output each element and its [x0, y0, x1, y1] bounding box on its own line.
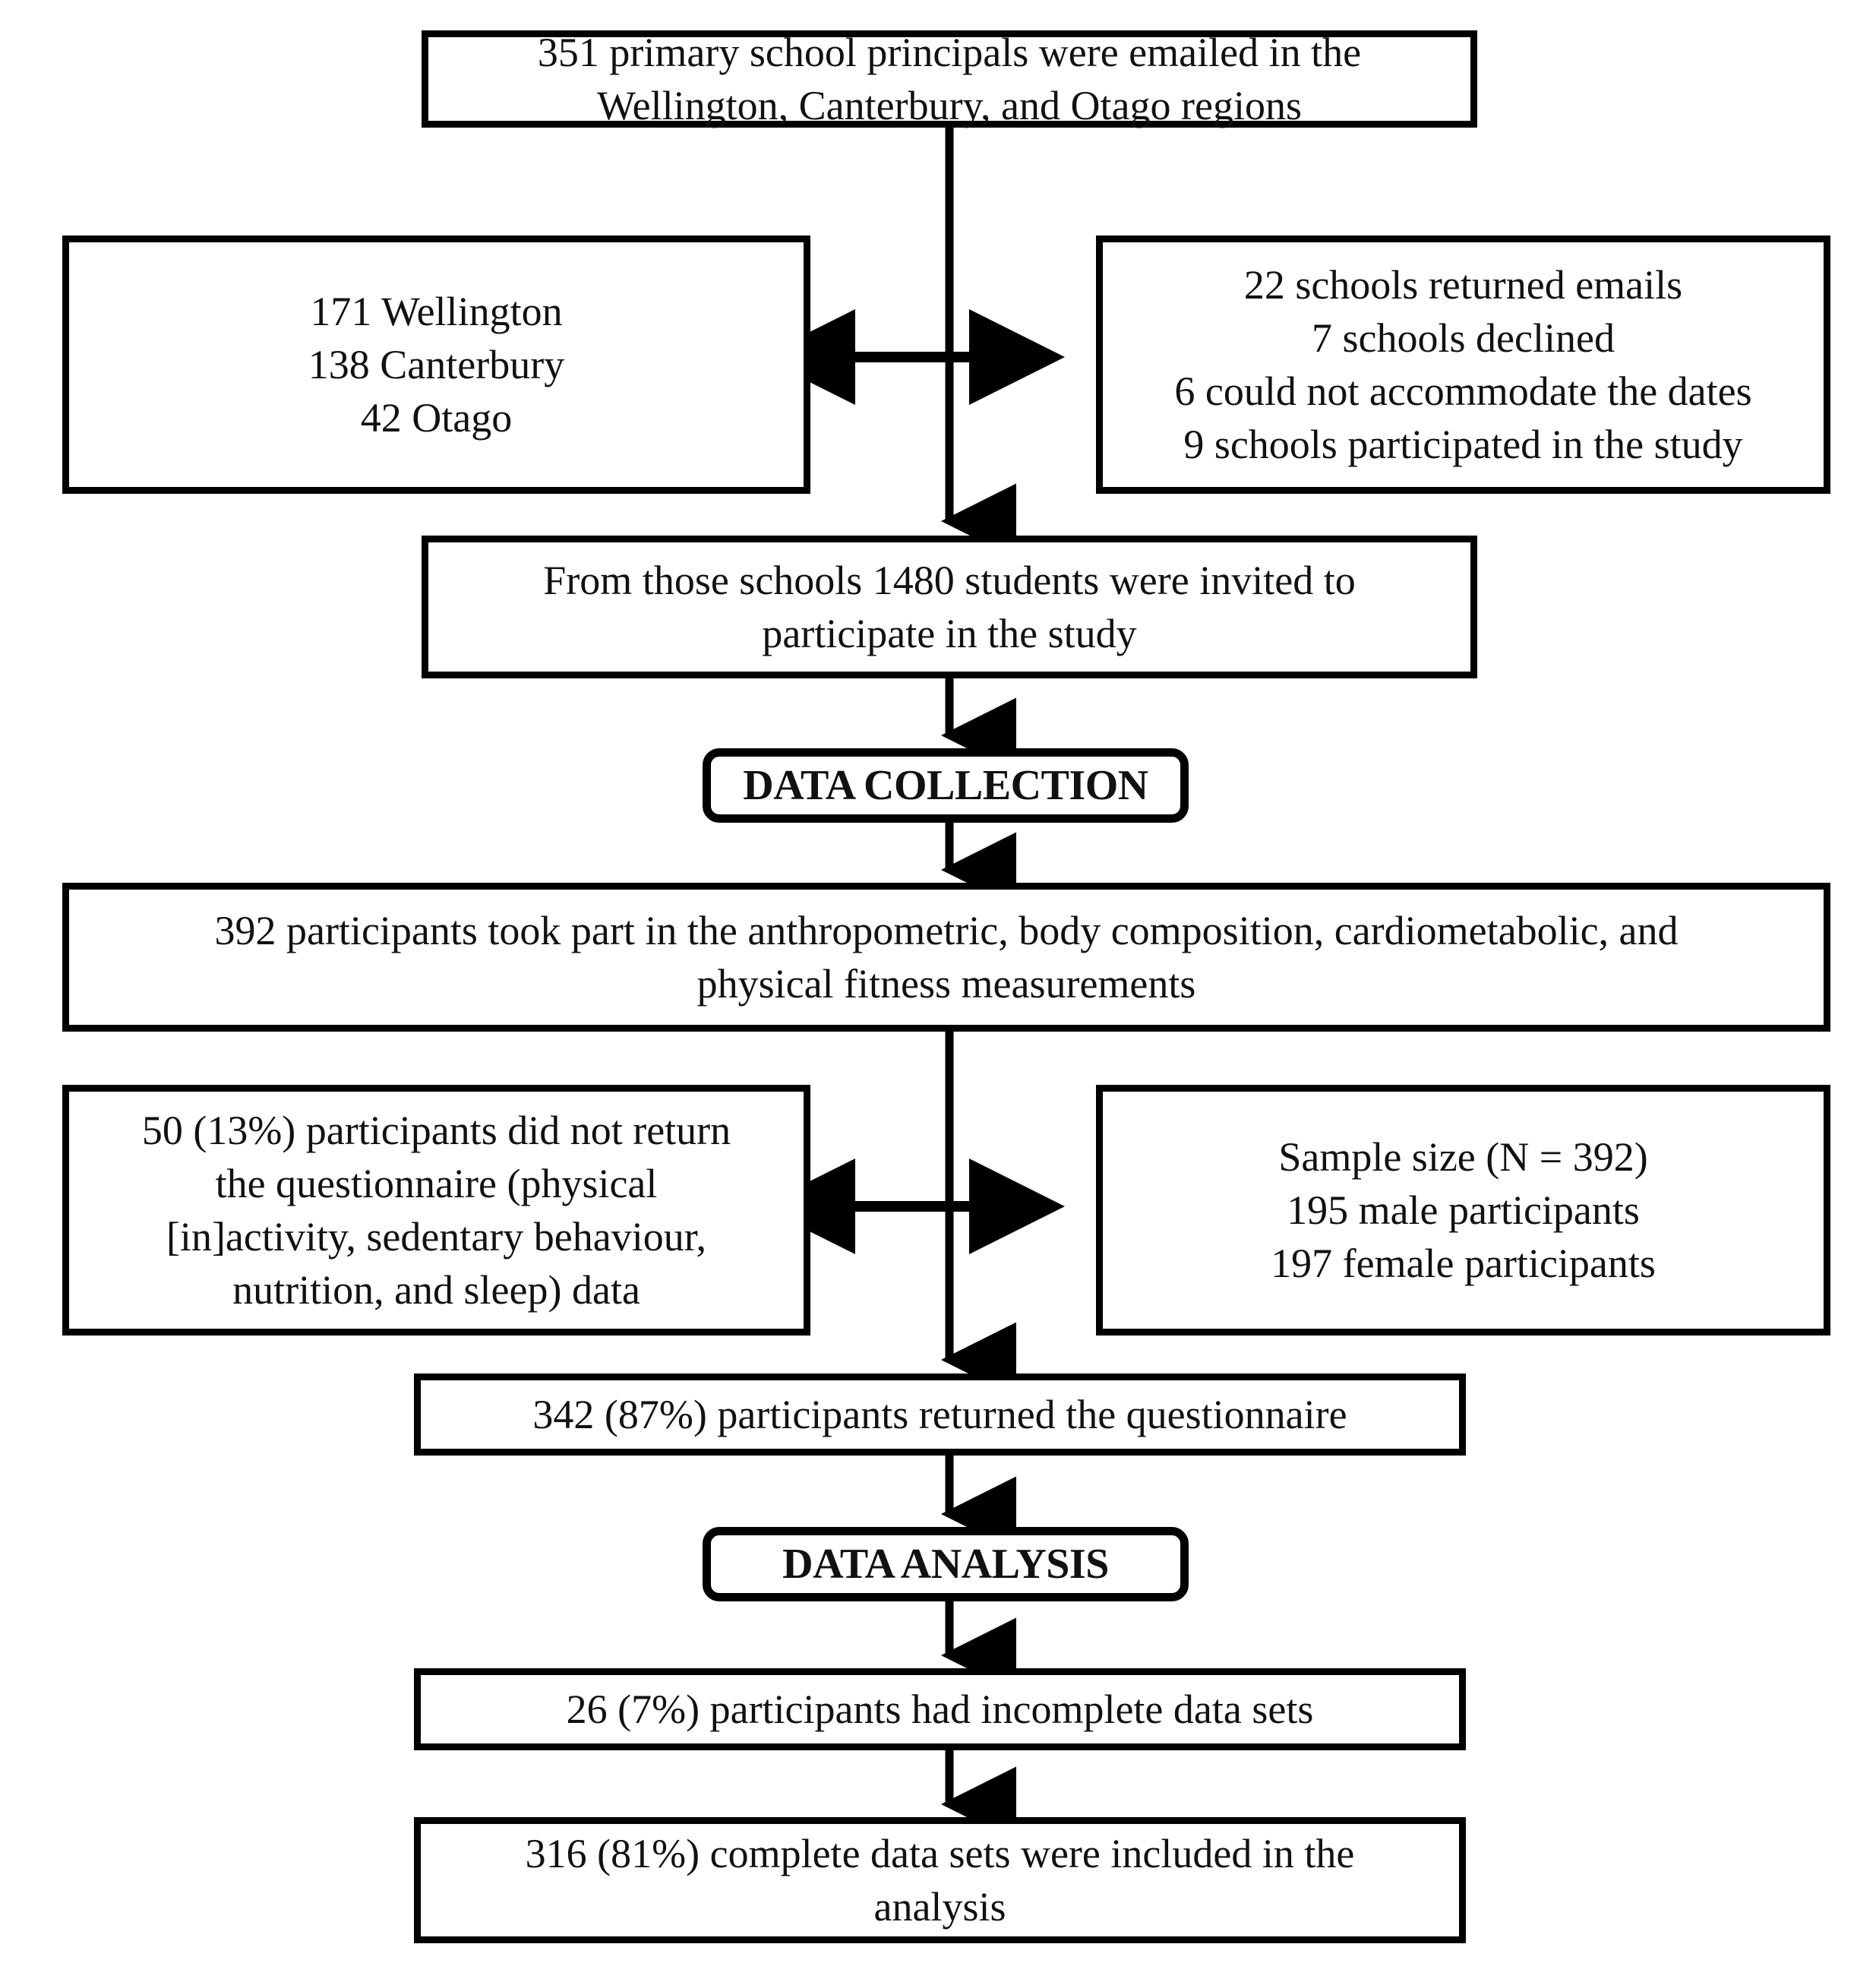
node-school-responses-label: 22 schools returned emails 7 schools dec…	[1174, 261, 1752, 468]
node-included-data-sets: 316 (81%) complete data sets were includ…	[414, 1817, 1466, 1943]
node-data-collection-stage: DATA COLLECTION	[703, 748, 1189, 823]
node-incomplete-data-sets: 26 (7%) participants had incomplete data…	[414, 1668, 1466, 1750]
node-region-breakdown-label: 171 Wellington 138 Canterbury 42 Otago	[308, 288, 565, 441]
node-students-invited: From those schools 1480 students were in…	[422, 536, 1477, 678]
node-data-collection-label: DATA COLLECTION	[743, 761, 1148, 809]
node-questionnaire-returned: 342 (87%) participants returned the ques…	[414, 1373, 1466, 1456]
node-school-responses: 22 schools returned emails 7 schools dec…	[1096, 235, 1830, 494]
node-principals-emailed-label: 351 primary school principals were email…	[537, 29, 1362, 128]
node-data-analysis-stage: DATA ANALYSIS	[703, 1527, 1189, 1601]
node-sample-size: Sample size (N = 392) 195 male participa…	[1096, 1085, 1830, 1336]
node-measurements-taken: 392 participants took part in the anthro…	[62, 883, 1830, 1032]
node-included-data-sets-label: 316 (81%) complete data sets were includ…	[525, 1830, 1355, 1930]
node-principals-emailed: 351 primary school principals were email…	[422, 30, 1477, 128]
node-students-invited-label: From those schools 1480 students were in…	[543, 557, 1356, 656]
node-questionnaire-not-returned-label: 50 (13%) participants did not return the…	[141, 1107, 731, 1313]
node-questionnaire-returned-label: 342 (87%) participants returned the ques…	[532, 1391, 1347, 1437]
node-measurements-taken-label: 392 participants took part in the anthro…	[214, 907, 1679, 1007]
node-questionnaire-not-returned: 50 (13%) participants did not return the…	[62, 1085, 810, 1336]
node-sample-size-label: Sample size (N = 392) 195 male participa…	[1271, 1133, 1656, 1287]
node-region-breakdown: 171 Wellington 138 Canterbury 42 Otago	[62, 235, 810, 494]
node-incomplete-data-sets-label: 26 (7%) participants had incomplete data…	[566, 1686, 1314, 1732]
node-data-analysis-label: DATA ANALYSIS	[782, 1540, 1109, 1588]
